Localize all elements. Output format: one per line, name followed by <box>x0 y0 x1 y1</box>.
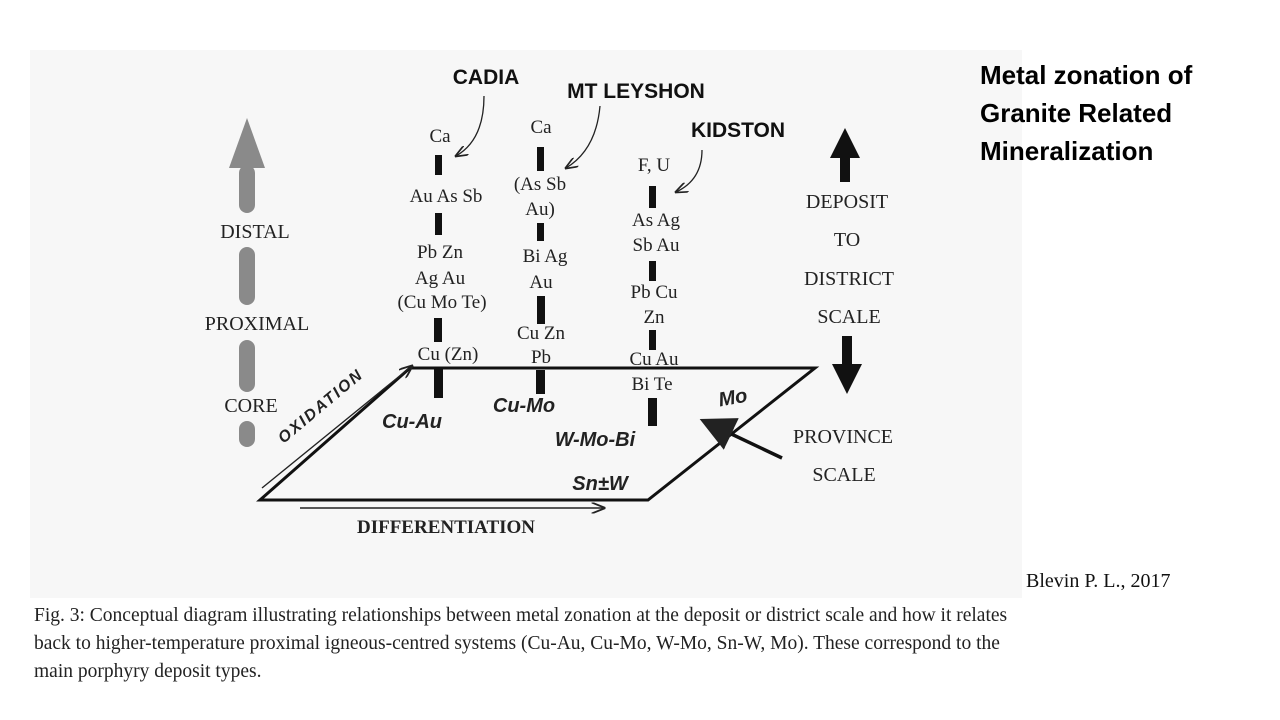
sn-w-zone-label: Sn±W <box>572 473 630 495</box>
mt-leyshon-zone-2: (As Sb <box>514 174 566 195</box>
core-label: CORE <box>224 395 277 417</box>
mt-leyshon-zone-7: Pb <box>531 347 551 368</box>
province-scale-line-1: PROVINCE <box>793 426 893 448</box>
mo-zone-label: Mo <box>717 385 749 412</box>
cadia-bar-2 <box>435 213 442 235</box>
cadia-bar-1 <box>435 155 442 175</box>
scale-arrowhead-up <box>830 128 860 158</box>
kidston-zone-2: As Ag <box>632 210 681 231</box>
differentiation-label: DIFFERENTIATION <box>357 517 535 538</box>
scale-shaft-up <box>840 156 850 182</box>
axis-segment-bottom <box>239 421 255 447</box>
mt-leyshon-zone-3: Au) <box>525 199 555 220</box>
deposit-scale-line-1: DEPOSIT <box>806 191 888 213</box>
oxidation-label: OXIDATION <box>275 366 367 447</box>
figure-caption: Fig. 3: Conceptual diagram illustrating … <box>34 605 1008 682</box>
axis-segment-lower <box>239 340 255 392</box>
mt-leyshon-zone-6: Cu Zn <box>517 323 566 344</box>
province-scale-arrow <box>699 418 783 460</box>
kidston-bar-1 <box>649 186 656 208</box>
w-mo-bi-zone-label: W-Mo-Bi <box>555 429 636 451</box>
kidston-zone-4: Pb Cu <box>631 282 678 303</box>
deposit-scale-line-4: SCALE <box>817 306 880 328</box>
mt-leyshon-zone-1: Ca <box>530 117 552 138</box>
distal-proximal-core-axis: DISTAL PROXIMAL CORE <box>205 118 309 447</box>
deposit-scale-line-3: DISTRICT <box>804 268 894 290</box>
mt-leyshon-column: Ca (As Sb Au) Bi Ag Au Cu Zn Pb <box>514 117 568 394</box>
figure-panel <box>30 50 1022 598</box>
scale-shaft-down <box>842 336 852 366</box>
kidston-label: KIDSTON <box>691 119 785 142</box>
kidston-bar-4 <box>648 398 657 426</box>
deposit-scale-line-2: TO <box>834 229 860 251</box>
cadia-column: Ca Au As Sb Pb Zn Ag Au (Cu Mo Te) Cu (Z… <box>397 126 487 398</box>
mt-leyshon-bar-1 <box>537 147 544 171</box>
cadia-zone-5: (Cu Mo Te) <box>397 292 486 313</box>
kidston-zone-6: Cu Au <box>629 349 679 370</box>
cadia-pointer-arrow <box>456 95 485 156</box>
cadia-bar-4 <box>434 368 443 398</box>
mt-leyshon-label: MT LEYSHON <box>567 80 705 103</box>
mt-leyshon-pointer-arrow <box>566 105 601 168</box>
kidston-pointer-arrow <box>676 149 703 192</box>
author-credit: Blevin P. L., 2017 <box>1026 570 1171 592</box>
cadia-zone-3: Pb Zn <box>417 242 463 263</box>
axis-arrowhead-up <box>229 118 265 168</box>
axis-segment-top <box>239 165 255 213</box>
mt-leyshon-zone-4: Bi Ag <box>523 246 568 267</box>
kidston-zone-5: Zn <box>643 307 665 328</box>
proximal-label: PROXIMAL <box>205 313 309 335</box>
province-plane <box>256 366 820 502</box>
slide-title: Metal zonation of Granite Related Minera… <box>980 60 1193 166</box>
mt-leyshon-zone-5: Au <box>529 272 553 293</box>
cadia-zone-6: Cu (Zn) <box>418 344 479 365</box>
distal-label: DISTAL <box>220 221 290 243</box>
kidston-zone-3: Sb Au <box>633 235 680 256</box>
kidston-column: F, U As Ag Sb Au Pb Cu Zn Cu Au Bi Te <box>629 155 681 426</box>
kidston-bar-2 <box>649 261 656 281</box>
cadia-zone-4: Ag Au <box>415 268 466 289</box>
kidston-zone-7: Bi Te <box>631 374 672 395</box>
cu-au-zone-label: Cu-Au <box>382 411 442 433</box>
kidston-zone-1: F, U <box>638 155 671 176</box>
axis-segment-mid <box>239 247 255 305</box>
mt-leyshon-bar-4 <box>536 370 545 394</box>
oxidation-arrow-line <box>261 366 412 489</box>
cadia-zone-2: Au As Sb <box>410 186 483 207</box>
cadia-label: CADIA <box>453 66 520 89</box>
cadia-zone-1: Ca <box>429 126 451 147</box>
scale-arrowhead-down <box>832 364 862 394</box>
mt-leyshon-bar-2 <box>537 223 544 241</box>
kidston-bar-3 <box>649 330 656 350</box>
cadia-bar-3 <box>434 318 442 342</box>
cu-mo-zone-label: Cu-Mo <box>493 395 555 417</box>
mt-leyshon-bar-3 <box>537 296 545 324</box>
province-scale-line-2: SCALE <box>812 464 875 486</box>
deposit-scale-indicator: DEPOSIT TO DISTRICT SCALE <box>804 128 894 394</box>
